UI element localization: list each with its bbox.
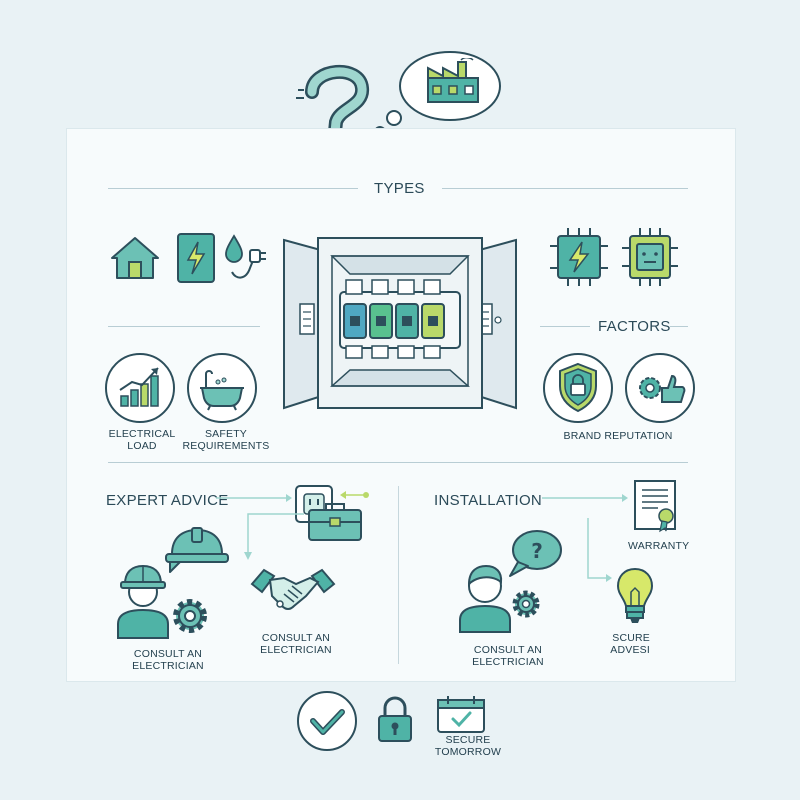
arrow-connector bbox=[540, 490, 630, 506]
divider bbox=[442, 188, 688, 189]
house-icon bbox=[108, 234, 162, 282]
consult-electrician-label: CONSULT AN ELECTRICIAN bbox=[132, 648, 204, 672]
water-plug-icon bbox=[222, 232, 268, 284]
calendar-check-icon bbox=[436, 694, 486, 734]
shield-lock-icon bbox=[542, 352, 614, 424]
arrow-connector bbox=[340, 488, 370, 502]
factors-heading: FACTORS bbox=[598, 318, 671, 335]
power-panel-icon bbox=[176, 232, 216, 284]
arrow-connector bbox=[214, 488, 294, 508]
electrical-load-label: ELECTRICAL LOAD bbox=[108, 428, 176, 452]
handshake-icon bbox=[250, 566, 336, 620]
electrical-panel-illustration bbox=[280, 234, 520, 412]
installation-heading: INSTALLATION bbox=[434, 492, 543, 509]
arrow-connector bbox=[584, 516, 614, 586]
chip-icon bbox=[620, 226, 680, 288]
person-icon bbox=[456, 562, 514, 634]
secure-tomorrow-label: SECURE TOMORROW bbox=[434, 734, 502, 758]
consult-electrician-label-2: CONSULT AN ELECTRICIAN bbox=[260, 632, 332, 656]
divider bbox=[108, 188, 358, 189]
speech-question-icon: ? bbox=[506, 528, 564, 580]
warranty-label: WARRANTY bbox=[628, 540, 690, 552]
expert-advice-heading: EXPERT ADVICE bbox=[106, 492, 229, 509]
padlock-icon bbox=[376, 694, 414, 744]
bathtub-icon bbox=[186, 352, 258, 424]
arrow-connector bbox=[240, 512, 310, 562]
divider bbox=[670, 326, 688, 327]
checkmark-icon bbox=[296, 690, 358, 752]
divider bbox=[540, 326, 590, 327]
certificate-icon bbox=[632, 478, 682, 534]
safety-requirements-label: SAFETY REQUIREMENTS bbox=[182, 428, 270, 452]
gear-thumb-icon bbox=[624, 352, 696, 424]
gear-icon bbox=[170, 596, 210, 636]
worker-icon bbox=[112, 560, 174, 640]
factory-icon bbox=[425, 58, 481, 104]
gear-icon bbox=[510, 588, 542, 620]
vertical-divider bbox=[398, 486, 399, 664]
svg-text:?: ? bbox=[531, 539, 543, 563]
divider bbox=[108, 462, 688, 463]
brand-reputation-label: BRAND REPUTATION bbox=[563, 430, 673, 442]
secure-advice-label: SCURE ADVESI bbox=[610, 632, 650, 656]
toolbox-icon bbox=[306, 500, 364, 544]
lightbulb-icon bbox=[614, 566, 656, 626]
circuit-bolt-icon bbox=[548, 226, 610, 288]
types-heading: TYPES bbox=[374, 180, 425, 197]
divider bbox=[108, 326, 260, 327]
bar-chart-icon bbox=[104, 352, 176, 424]
consult-electrician-label-3: CONSULT AN ELECTRICIAN bbox=[472, 644, 544, 668]
hard-hat-icon bbox=[164, 524, 230, 576]
